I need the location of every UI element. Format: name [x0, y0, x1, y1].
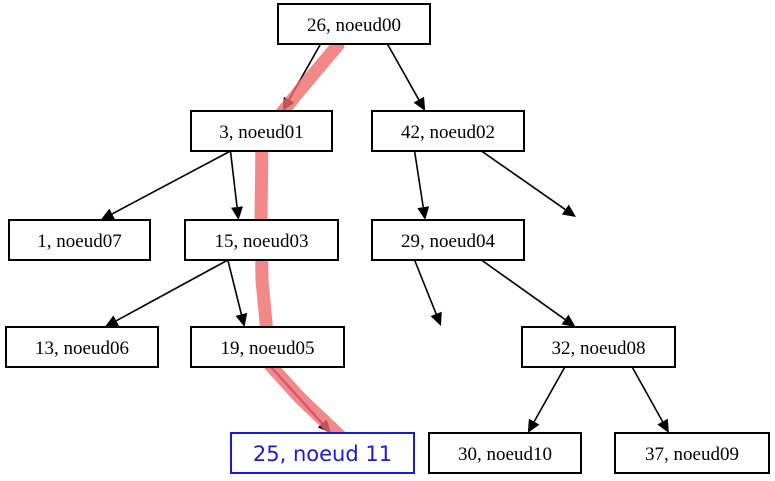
edge-noeud02-to-empty: [480, 150, 576, 217]
tree-edges: [100, 43, 669, 433]
node-label: 26, noeud00: [307, 15, 401, 36]
tree-node-noeud04: 29, noeud04: [371, 219, 525, 261]
tree-node-noeud10: 30, noeud10: [428, 432, 582, 474]
tree-node-noeud02: 42, noeud02: [371, 110, 525, 152]
node-label: 32, noeud08: [552, 338, 646, 359]
node-label: 42, noeud02: [401, 122, 495, 143]
tree-node-noeud00: 26, noeud00: [277, 3, 431, 45]
edge-noeud03-to-noeud06: [104, 259, 229, 327]
node-label: 13, noeud06: [35, 338, 129, 359]
tree-node-noeud07: 1, noeud07: [8, 219, 151, 261]
edge-noeud01-to-noeud03: [229, 150, 243, 220]
node-label: 3, noeud01: [219, 122, 303, 143]
tree-node-noeud05: 19, noeud05: [190, 326, 345, 368]
node-label: 19, noeud05: [221, 338, 315, 359]
node-label: 37, noeud09: [645, 444, 739, 465]
edge-noeud08-to-noeud10: [527, 366, 566, 433]
edge-noeud08-to-noeud09: [631, 366, 669, 433]
tree-node-noeud03: 15, noeud03: [184, 219, 339, 261]
node-label: 30, noeud10: [458, 444, 552, 465]
tree-nodes: 26, noeud00 3, noeud01 42, noeud02 1, noeud…: [5, 3, 770, 474]
edge-noeud00-to-noeud02: [386, 43, 426, 111]
tree-node-noeud08: 32, noeud08: [521, 326, 676, 368]
edge-noeud01-to-noeud07: [100, 150, 231, 220]
node-label: 29, noeud04: [401, 231, 495, 252]
inserted-node-label: 25, noeud 11: [253, 442, 392, 466]
tree-node-noeud01: 3, noeud01: [190, 110, 333, 152]
edge-noeud02-to-noeud04: [413, 150, 430, 220]
node-label: 15, noeud03: [215, 231, 309, 252]
edge-noeud04-to-noeud08: [480, 259, 576, 327]
tree-node-noeud09: 37, noeud09: [614, 432, 770, 474]
edge-noeud04-to-empty: [413, 259, 442, 326]
tree-node-noeud06: 13, noeud06: [5, 326, 159, 368]
node-label: 1, noeud07: [37, 231, 121, 252]
edge-noeud03-to-noeud05: [227, 259, 248, 327]
inserted-node: 25, noeud 11: [230, 432, 415, 474]
